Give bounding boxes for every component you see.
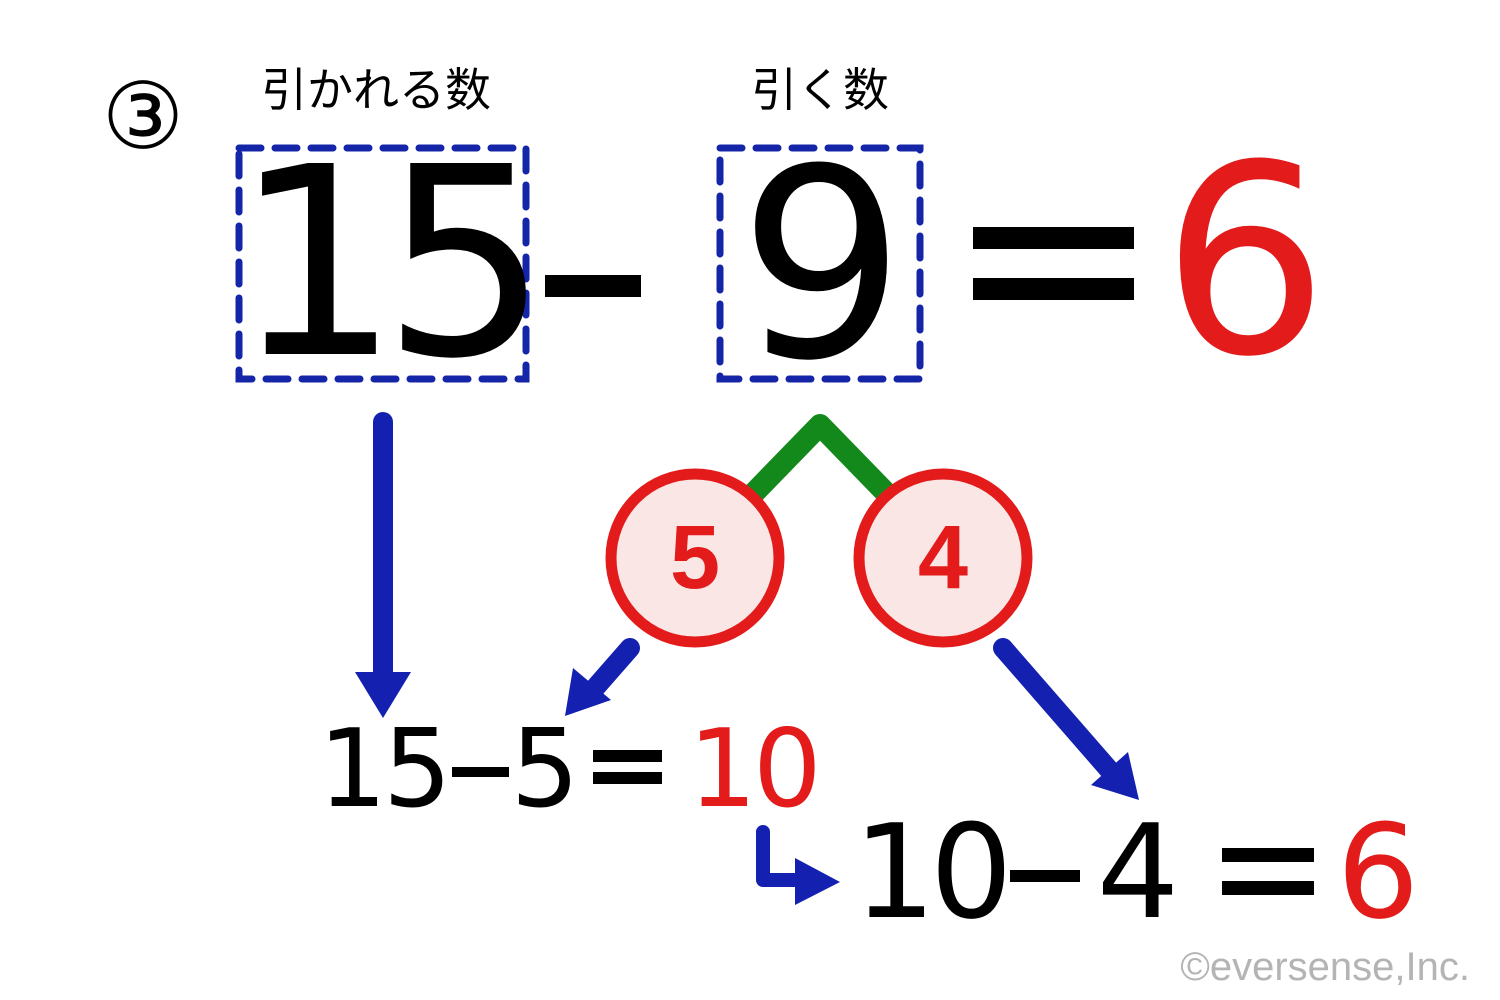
subtrahend-label: 引く数 bbox=[751, 63, 889, 117]
minuend-number: 15 bbox=[233, 111, 530, 416]
down-arrow-icon bbox=[355, 412, 411, 718]
copyright-text: ©eversense,Inc. bbox=[1180, 945, 1470, 989]
step2-operand-a: 10 bbox=[853, 796, 1006, 948]
minuend-label: 引かれる数 bbox=[261, 63, 491, 117]
problem-number-marker: ③ bbox=[102, 63, 184, 170]
main-answer: 6 bbox=[1162, 109, 1329, 414]
minuend-dashed-box bbox=[235, 144, 530, 383]
step1-equals-sign bbox=[593, 750, 662, 784]
hook-arrow-icon bbox=[756, 825, 840, 905]
step2-equals-sign bbox=[1222, 848, 1314, 895]
main-equals-sign bbox=[973, 227, 1134, 300]
left-part-circle: 5 bbox=[605, 468, 785, 648]
step2-equation: 10 4 6 bbox=[853, 796, 1419, 948]
decomposition-branch bbox=[744, 414, 896, 503]
diagonal-left-arrow-icon bbox=[565, 638, 640, 716]
main-minus-sign bbox=[545, 275, 641, 297]
right-part-circle: 4 bbox=[853, 468, 1033, 648]
right-part-number: 4 bbox=[918, 508, 968, 608]
step1-operand-a: 15 bbox=[318, 707, 447, 832]
subtrahend-number: 9 bbox=[739, 113, 906, 418]
step1-result: 10 bbox=[688, 707, 817, 832]
left-part-number: 5 bbox=[670, 508, 720, 608]
step2-result: 6 bbox=[1337, 796, 1420, 948]
step2-minus-sign bbox=[1010, 870, 1080, 882]
diagonal-right-arrow-icon bbox=[993, 638, 1139, 800]
step1-operand-b: 5 bbox=[511, 707, 580, 832]
step1-equation: 15 5 10 bbox=[318, 707, 821, 832]
step1-minus-sign bbox=[452, 767, 509, 777]
step2-operand-b: 4 bbox=[1097, 796, 1180, 948]
